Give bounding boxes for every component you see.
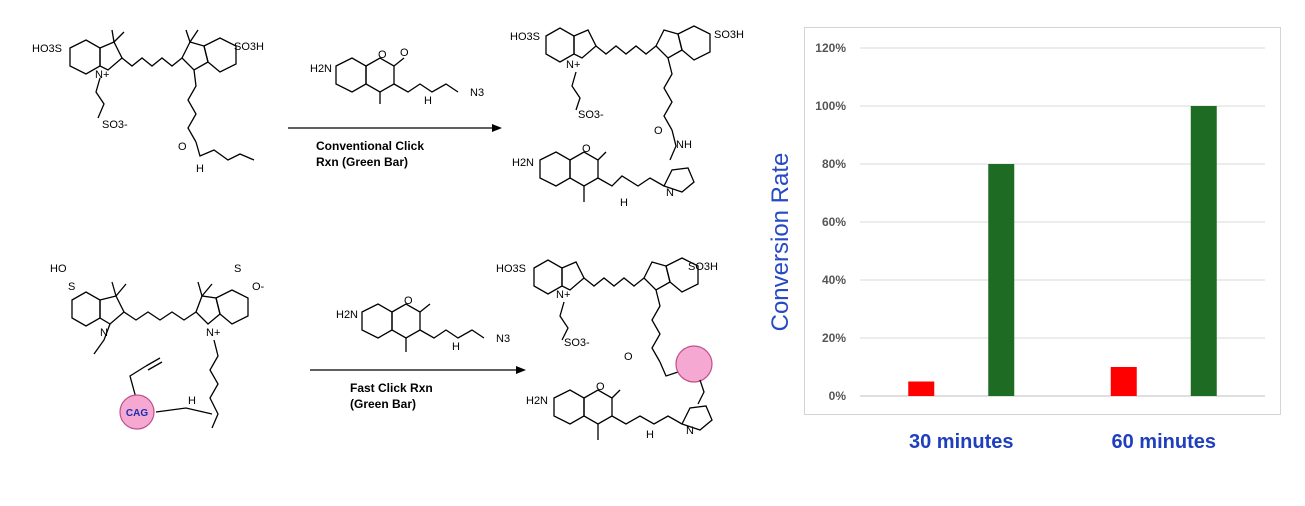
y-tick-label: 40%: [822, 273, 846, 287]
y-tick-label: 0%: [829, 389, 847, 403]
o-minus-label: O-: [252, 281, 265, 293]
y-axis-title: Conversion Rate: [767, 153, 794, 332]
ho3s-label: HO3S: [32, 43, 62, 55]
p1-n-plus: N+: [566, 59, 580, 71]
p2-amide-nh: H: [646, 429, 654, 441]
p1-ho3s-label: HO3S: [510, 31, 540, 43]
y-tick-labels: 0% 20% 40% 60% 80% 100% 120%: [815, 41, 846, 403]
y-tick-label: 120%: [815, 41, 846, 55]
p1-o-ring: O: [582, 143, 591, 155]
h2n-label: H2N: [310, 63, 332, 75]
p2-n-plus: N+: [556, 289, 570, 301]
bar-green-2: [1190, 106, 1217, 396]
y-tick-label: 80%: [822, 157, 846, 171]
so3-minus-label: SO3-: [102, 119, 128, 131]
y-tick-label: 20%: [822, 331, 846, 345]
reaction-arrow-2: Fast Click Rxn (Green Bar): [310, 366, 526, 411]
so3h-label: SO3H: [234, 41, 264, 53]
bar-green-1: [988, 164, 1015, 396]
bars: [908, 106, 1217, 396]
coumarin-azide-reagent-1: H2N O O H N3: [310, 47, 484, 107]
cag-circle: [119, 394, 155, 430]
p2-o-label: O: [624, 351, 633, 363]
n-plus-left: N+: [95, 69, 109, 81]
nh-reagent-label: H: [424, 95, 432, 107]
reaction-arrow-1: Conventional Click Rxn (Green Bar): [288, 124, 502, 169]
p2-h2n-label: H2N: [526, 395, 548, 407]
n3-label: N3: [470, 87, 484, 99]
s-left-label: S: [68, 281, 75, 293]
o-carbonyl-label: O: [400, 47, 409, 59]
category-labels: 30 minutes 60 minutes: [909, 431, 1216, 453]
p2-cag-circle: [675, 345, 713, 383]
y-tick-label: 100%: [815, 99, 846, 113]
p1-triazole-n: N: [666, 187, 674, 199]
p1-so3-minus: SO3-: [578, 109, 604, 121]
p2-so3h-label: SO3H: [688, 261, 718, 273]
p1-amide-nh: H: [620, 197, 628, 209]
r2-h2n-label: H2N: [336, 309, 358, 321]
n-plus-right: N+: [206, 327, 220, 339]
bar-red-1: [908, 381, 935, 396]
nh-label: H: [196, 163, 204, 175]
p2-triazole-n: N: [686, 425, 694, 437]
cy5-alkyne-structure: HO3S N+ SO3H SO3- O H: [32, 29, 264, 175]
cy5-cag-structure: HO S N S O- N+ H CAG: [50, 263, 265, 430]
category-label: 60 minutes: [1112, 431, 1216, 453]
p1-nh-label: NH: [676, 139, 692, 151]
p1-h2n-label: H2N: [512, 157, 534, 169]
category-label: 30 minutes: [909, 431, 1013, 453]
p2-ho3s-label: HO3S: [496, 263, 526, 275]
p2-o-ring: O: [596, 381, 605, 393]
click-product-1-structure: HO3S SO3H N+ SO3- O NH H2N O H N: [510, 25, 744, 209]
bar-red-2: [1110, 367, 1137, 396]
o-ring-label: O: [378, 49, 387, 61]
r2-nh-label: H: [452, 341, 460, 353]
reaction-1-label-line1: Conventional Click: [316, 139, 424, 153]
s-right-label: S: [234, 263, 241, 275]
conversion-rate-chart: 0% 20% 40% 60% 80% 100% 120% 30 minutes 60 minu…: [767, 41, 1265, 453]
ho-label: HO: [50, 263, 67, 275]
coumarin-azide-reagent-2: H2N O H N3: [336, 295, 510, 353]
reaction-1-label-line2: Rxn (Green Bar): [316, 155, 408, 169]
cag-nh-label: H: [188, 395, 196, 407]
cag-label: CAG: [126, 408, 148, 419]
r2-n3-label: N3: [496, 333, 510, 345]
p1-so3h-label: SO3H: [714, 29, 744, 41]
y-tick-label: 60%: [822, 215, 846, 229]
r2-o-ring: O: [404, 295, 413, 307]
click-product-2-structure: HO3S SO3H N+ SO3- O H2N O H N: [496, 257, 718, 441]
p2-so3-minus: SO3-: [564, 337, 590, 349]
reaction-2-label-line1: Fast Click Rxn: [350, 381, 433, 395]
o-label: O: [178, 141, 187, 153]
reaction-2-label-line2: (Green Bar): [350, 397, 416, 411]
p1-o-label: O: [654, 125, 663, 137]
n-left-label: N: [100, 327, 108, 339]
reaction-scheme: HO3S N+ SO3H SO3- O H H2N O O H N3 Conve…: [32, 25, 744, 441]
